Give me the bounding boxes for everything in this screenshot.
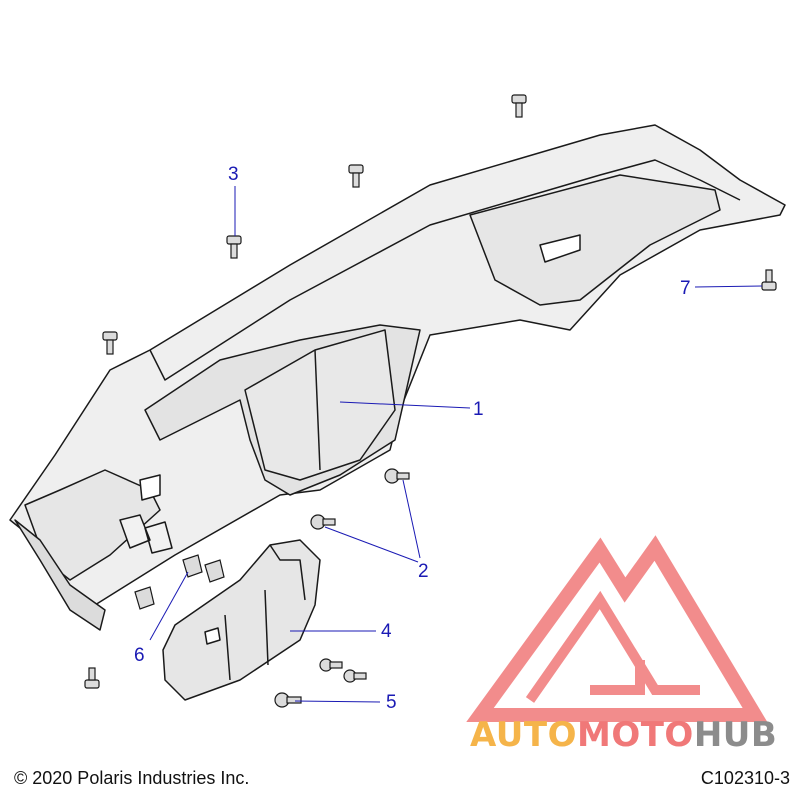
push-rivet-icon xyxy=(102,331,118,355)
clip-nut-icon xyxy=(204,559,225,583)
callout-3: 3 xyxy=(228,164,239,185)
screw-icon xyxy=(343,669,367,683)
screw-icon xyxy=(319,658,343,672)
screw-icon xyxy=(274,692,302,708)
watermark-part-moto: MOTO xyxy=(576,715,694,755)
push-rivet-icon xyxy=(84,667,100,689)
diagram-code: C102310-3 xyxy=(700,768,790,788)
push-rivet-icon xyxy=(384,468,410,484)
callout-7: 7 xyxy=(680,278,691,299)
push-rivet-icon xyxy=(511,94,527,118)
clip-nut-icon xyxy=(182,554,203,578)
leader-lines xyxy=(149,186,763,703)
watermark-logo xyxy=(466,535,768,722)
push-rivet-icon xyxy=(348,164,364,188)
cover-panel xyxy=(162,539,321,701)
dash-panel xyxy=(9,124,786,631)
copyright-text: © 2020 Polaris Industries Inc. xyxy=(14,768,250,788)
push-rivet-icon xyxy=(226,235,242,259)
callout-1: 1 xyxy=(473,399,484,420)
callout-2: 2 xyxy=(418,561,429,582)
fasteners xyxy=(84,94,777,708)
watermark-text: AUTOMOTOHUB xyxy=(470,718,777,752)
callout-4: 4 xyxy=(381,621,392,642)
push-rivet-icon xyxy=(761,269,777,291)
clip-nut-icon xyxy=(134,586,155,610)
callout-6: 6 xyxy=(134,645,145,666)
watermark-part-auto: AUTO xyxy=(470,715,577,755)
watermark-part-hub: HUB xyxy=(693,715,778,755)
push-rivet-icon xyxy=(310,514,336,530)
callout-5: 5 xyxy=(386,692,397,713)
